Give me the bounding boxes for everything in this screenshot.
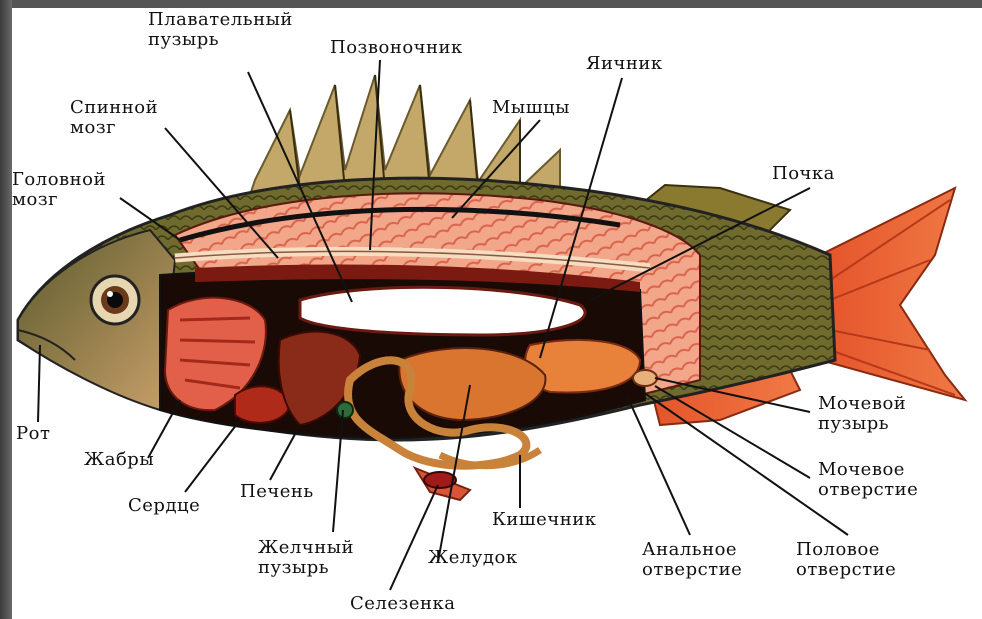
gallbladder-shape	[337, 402, 353, 418]
label-kidney: Почка	[772, 164, 835, 184]
label-genital-opening: Половое отверстие	[796, 540, 896, 580]
label-swim-bladder: Плавательный пузырь	[148, 10, 293, 50]
eye	[91, 276, 139, 324]
label-anus: Анальное отверстие	[642, 540, 742, 580]
label-urinary-bladder: Мочевой пузырь	[818, 394, 906, 434]
fish-head	[18, 230, 175, 410]
label-spleen: Селезенка	[350, 594, 455, 614]
label-ovary: Яичник	[586, 54, 663, 74]
tail-fin	[820, 188, 965, 400]
label-stomach: Желудок	[428, 548, 518, 568]
label-gills: Жабры	[84, 450, 154, 470]
frame-top-border	[0, 0, 982, 8]
label-intestine: Кишечник	[492, 510, 596, 530]
label-spine: Позвоночник	[330, 38, 463, 58]
label-heart: Сердце	[128, 496, 200, 516]
label-spinal-cord: Спинной мозг	[70, 98, 158, 138]
label-liver: Печень	[240, 482, 314, 502]
label-mouth: Рот	[16, 424, 50, 444]
label-gallbladder: Желчный пузырь	[258, 538, 354, 578]
frame-left-border	[0, 0, 12, 619]
diagram-canvas: Плавательный пузырь Позвоночник Яичник С…	[12, 8, 982, 619]
label-urinary-opening: Мочевое отверстие	[818, 460, 918, 500]
label-brain: Головной мозг	[12, 170, 106, 210]
urinary-bladder-shape	[633, 370, 657, 386]
label-muscles: Мышцы	[492, 98, 570, 118]
